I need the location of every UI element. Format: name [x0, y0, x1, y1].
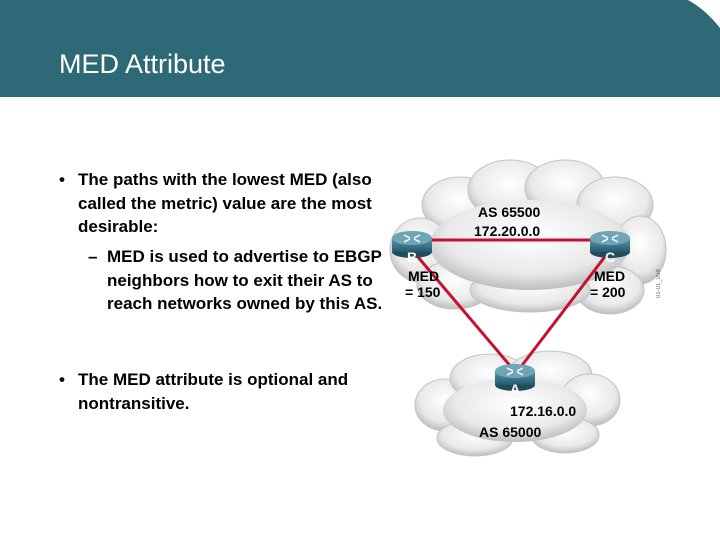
sub-bullet-text: MED is used to advertise to EBGP neighbo…: [107, 247, 383, 313]
router-a: A: [495, 364, 535, 397]
med-label: MED: [408, 268, 439, 284]
router-c: C: [590, 231, 630, 265]
slide-title: MED Attribute: [59, 49, 226, 79]
title-bar: MED Attribute: [0, 0, 720, 97]
bullet-marker: •: [59, 370, 65, 389]
network-top: 172.20.0.0: [474, 223, 540, 239]
as-name-top: AS 65500: [478, 204, 540, 220]
link-c-a: [518, 249, 612, 369]
med-value: = 200: [590, 284, 626, 300]
sub-bullet-marker: –: [88, 247, 98, 266]
link-b-a: [410, 249, 514, 369]
cloud-as-65000: [414, 350, 621, 457]
figure-code: 01-01_058: [656, 269, 662, 299]
router-b: B: [392, 231, 432, 265]
router-label: C: [605, 249, 615, 265]
network-bottom: 172.16.0.0: [510, 403, 576, 419]
bullet-marker: •: [59, 170, 65, 189]
as-name-bottom: AS 65000: [479, 424, 541, 440]
bullet-text: The paths with the lowest MED (also call…: [78, 170, 372, 236]
bgp-links: [410, 238, 612, 369]
header-decoration: [688, 0, 720, 28]
med-value: = 150: [405, 284, 441, 300]
router-label: B: [407, 249, 417, 265]
bullet-text: The MED attribute is optional and nontra…: [78, 370, 349, 413]
router-label: A: [510, 381, 520, 397]
med-label: MED: [594, 268, 625, 284]
